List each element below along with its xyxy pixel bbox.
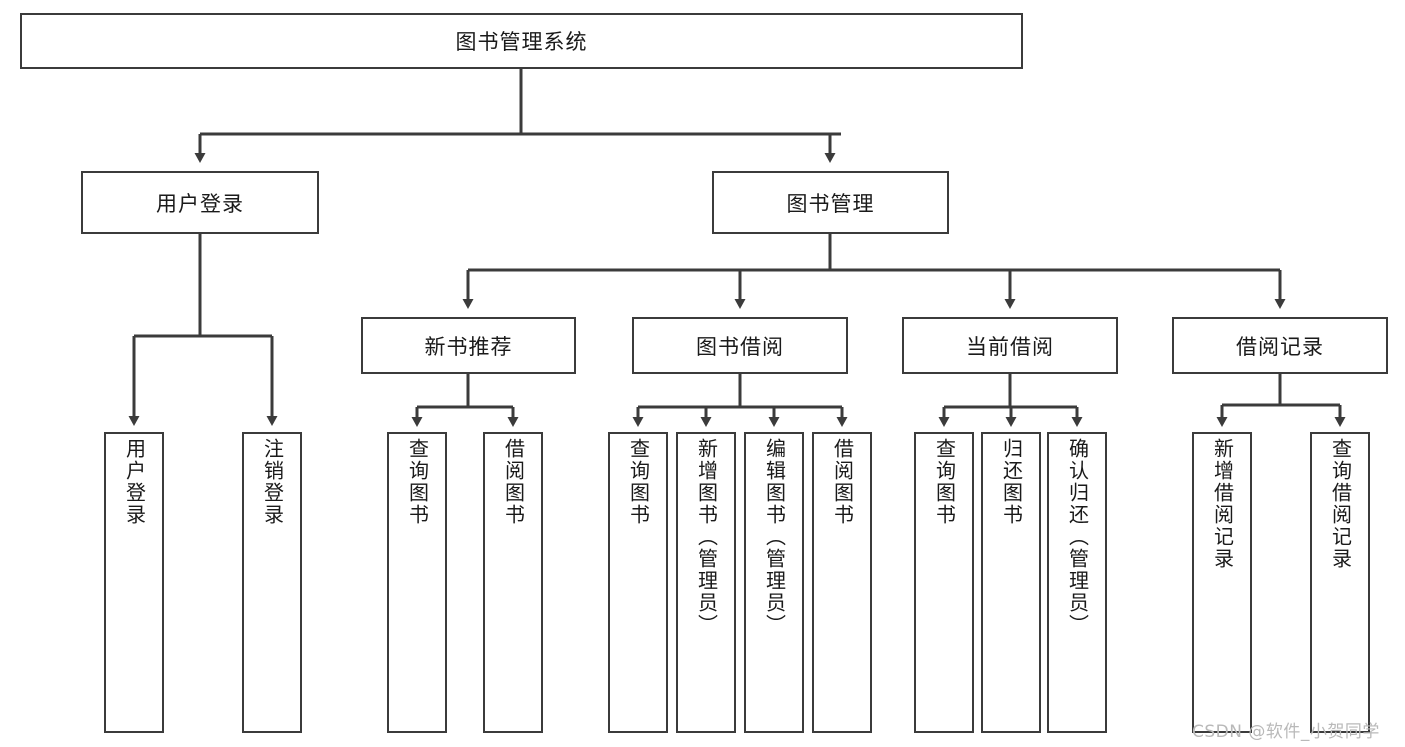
leaf-current-query-book[interactable]: 查询图书 [914,432,974,733]
leaf-recommend-query-book[interactable]: 查询图书 [387,432,447,733]
node-new-book-recommend-label: 新书推荐 [424,334,513,359]
leaf-current-return-book[interactable]: 归还图书 [981,432,1041,733]
leaf-record-add-record[interactable]: 新增借阅记录 [1192,432,1252,733]
node-book-manage[interactable]: 图书管理 [712,171,949,234]
leaf-current-confirm-return-label: 确认归还（管理员） [1065,438,1090,636]
leaf-current-return-book-label: 归还图书 [999,438,1024,526]
node-borrow-record[interactable]: 借阅记录 [1172,317,1388,374]
node-current-borrow-label: 当前借阅 [966,334,1054,359]
leaf-borrow-add-book[interactable]: 新增图书（管理员） [676,432,736,733]
leaf-borrow-query-book[interactable]: 查询图书 [608,432,668,733]
leaf-recommend-borrow-book-label: 借阅图书 [501,438,526,526]
node-book-borrow-label: 图书借阅 [696,334,784,359]
leaf-borrow-query-book-label: 查询图书 [626,438,651,526]
leaf-user-login-login-label: 用户登录 [122,438,147,526]
leaf-recommend-borrow-book[interactable]: 借阅图书 [483,432,543,733]
node-current-borrow[interactable]: 当前借阅 [902,317,1118,374]
node-new-book-recommend[interactable]: 新书推荐 [361,317,576,374]
node-root[interactable]: 图书管理系统 [20,13,1023,69]
leaf-user-login-login[interactable]: 用户登录 [104,432,164,733]
node-user-login-label: 用户登录 [156,191,244,216]
leaf-borrow-borrow-book-label: 借阅图书 [830,438,855,526]
leaf-current-query-book-label: 查询图书 [932,438,957,526]
node-book-manage-label: 图书管理 [786,191,875,216]
leaf-user-login-logout[interactable]: 注销登录 [242,432,302,733]
node-book-borrow[interactable]: 图书借阅 [632,317,848,374]
leaf-record-add-record-label: 新增借阅记录 [1210,438,1235,570]
leaf-record-query-record[interactable]: 查询借阅记录 [1310,432,1370,733]
leaf-recommend-query-book-label: 查询图书 [405,438,430,526]
leaf-borrow-borrow-book[interactable]: 借阅图书 [812,432,872,733]
node-borrow-record-label: 借阅记录 [1236,334,1324,359]
node-root-label: 图书管理系统 [455,30,588,54]
node-user-login[interactable]: 用户登录 [81,171,319,234]
leaf-user-login-logout-label: 注销登录 [260,438,285,526]
leaf-record-query-record-label: 查询借阅记录 [1328,438,1353,570]
leaf-borrow-edit-book[interactable]: 编辑图书（管理员） [744,432,804,733]
leaf-borrow-add-book-label: 新增图书（管理员） [694,438,719,636]
leaf-current-confirm-return[interactable]: 确认归还（管理员） [1047,432,1107,733]
leaf-borrow-edit-book-label: 编辑图书（管理员） [762,438,787,636]
